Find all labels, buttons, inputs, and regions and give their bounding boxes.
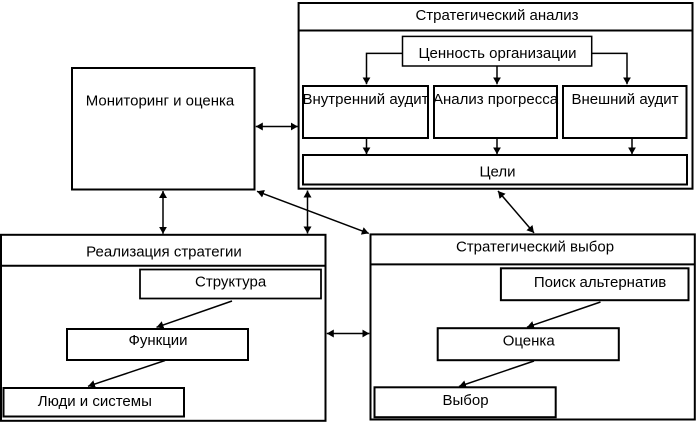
svg-text:Мониторинг и оценка: Мониторинг и оценка (86, 93, 235, 110)
svg-text:Оценка: Оценка (503, 332, 556, 349)
svg-text:Поиск альтернатив: Поиск альтернатив (534, 274, 666, 291)
svg-text:Цели: Цели (479, 164, 515, 181)
svg-text:Функции: Функции (128, 332, 187, 349)
svg-text:Стратегический анализ: Стратегический анализ (415, 7, 578, 24)
svg-text:Выбор: Выбор (442, 392, 488, 409)
svg-text:Внешний аудит: Внешний аудит (571, 91, 678, 108)
svg-text:Внутренний аудит: Внутренний аудит (302, 91, 428, 108)
svg-text:Люди и системы: Люди и системы (38, 393, 152, 410)
svg-text:Анализ прогресса: Анализ прогресса (433, 91, 559, 108)
svg-text:Реализация стратегии: Реализация стратегии (86, 244, 242, 261)
svg-text:Ценность организации: Ценность организации (418, 45, 576, 62)
svg-text:Стратегический выбор: Стратегический выбор (456, 239, 614, 256)
svg-text:Структура: Структура (195, 274, 267, 291)
